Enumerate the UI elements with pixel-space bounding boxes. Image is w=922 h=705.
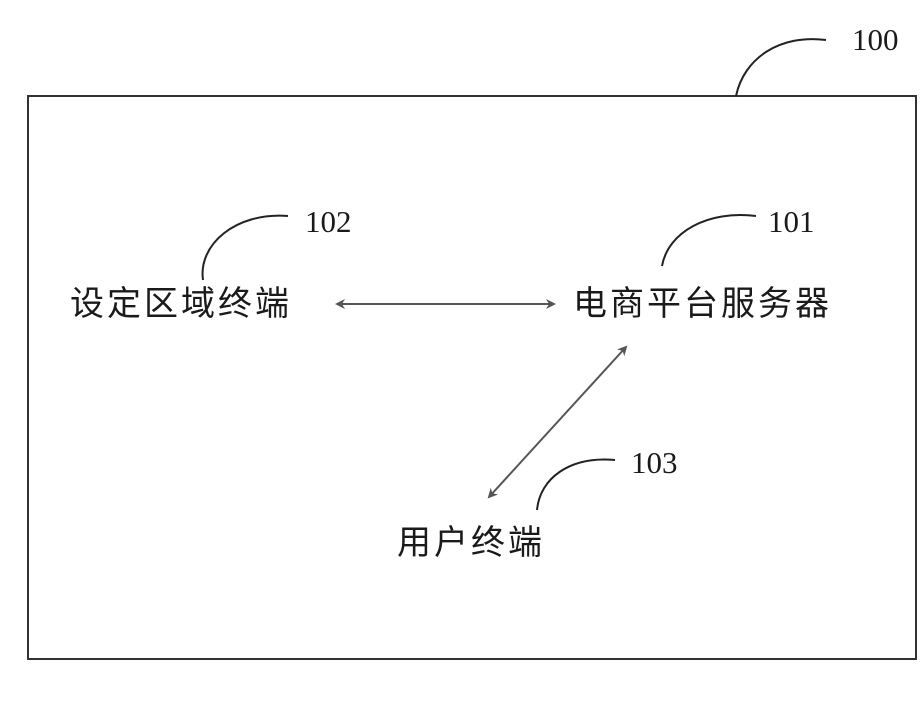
platform-server-ref-number: 101: [768, 206, 815, 237]
region-terminal-ref-number: 102: [305, 206, 352, 237]
system-ref-leader: [736, 39, 826, 96]
system-boundary-box: [28, 96, 916, 659]
user-terminal-ref-number: 103: [631, 447, 678, 478]
platform-server-label: 电商平台服务器: [573, 287, 832, 321]
platform-server-ref-leader: [662, 215, 756, 266]
user-terminal-label: 用户终端: [397, 526, 545, 560]
region-terminal-label: 设定区域终端: [70, 287, 292, 321]
user-terminal-ref-leader: [537, 460, 615, 510]
region-terminal-ref-leader: [203, 216, 288, 280]
system-ref-number: 100: [852, 24, 899, 55]
